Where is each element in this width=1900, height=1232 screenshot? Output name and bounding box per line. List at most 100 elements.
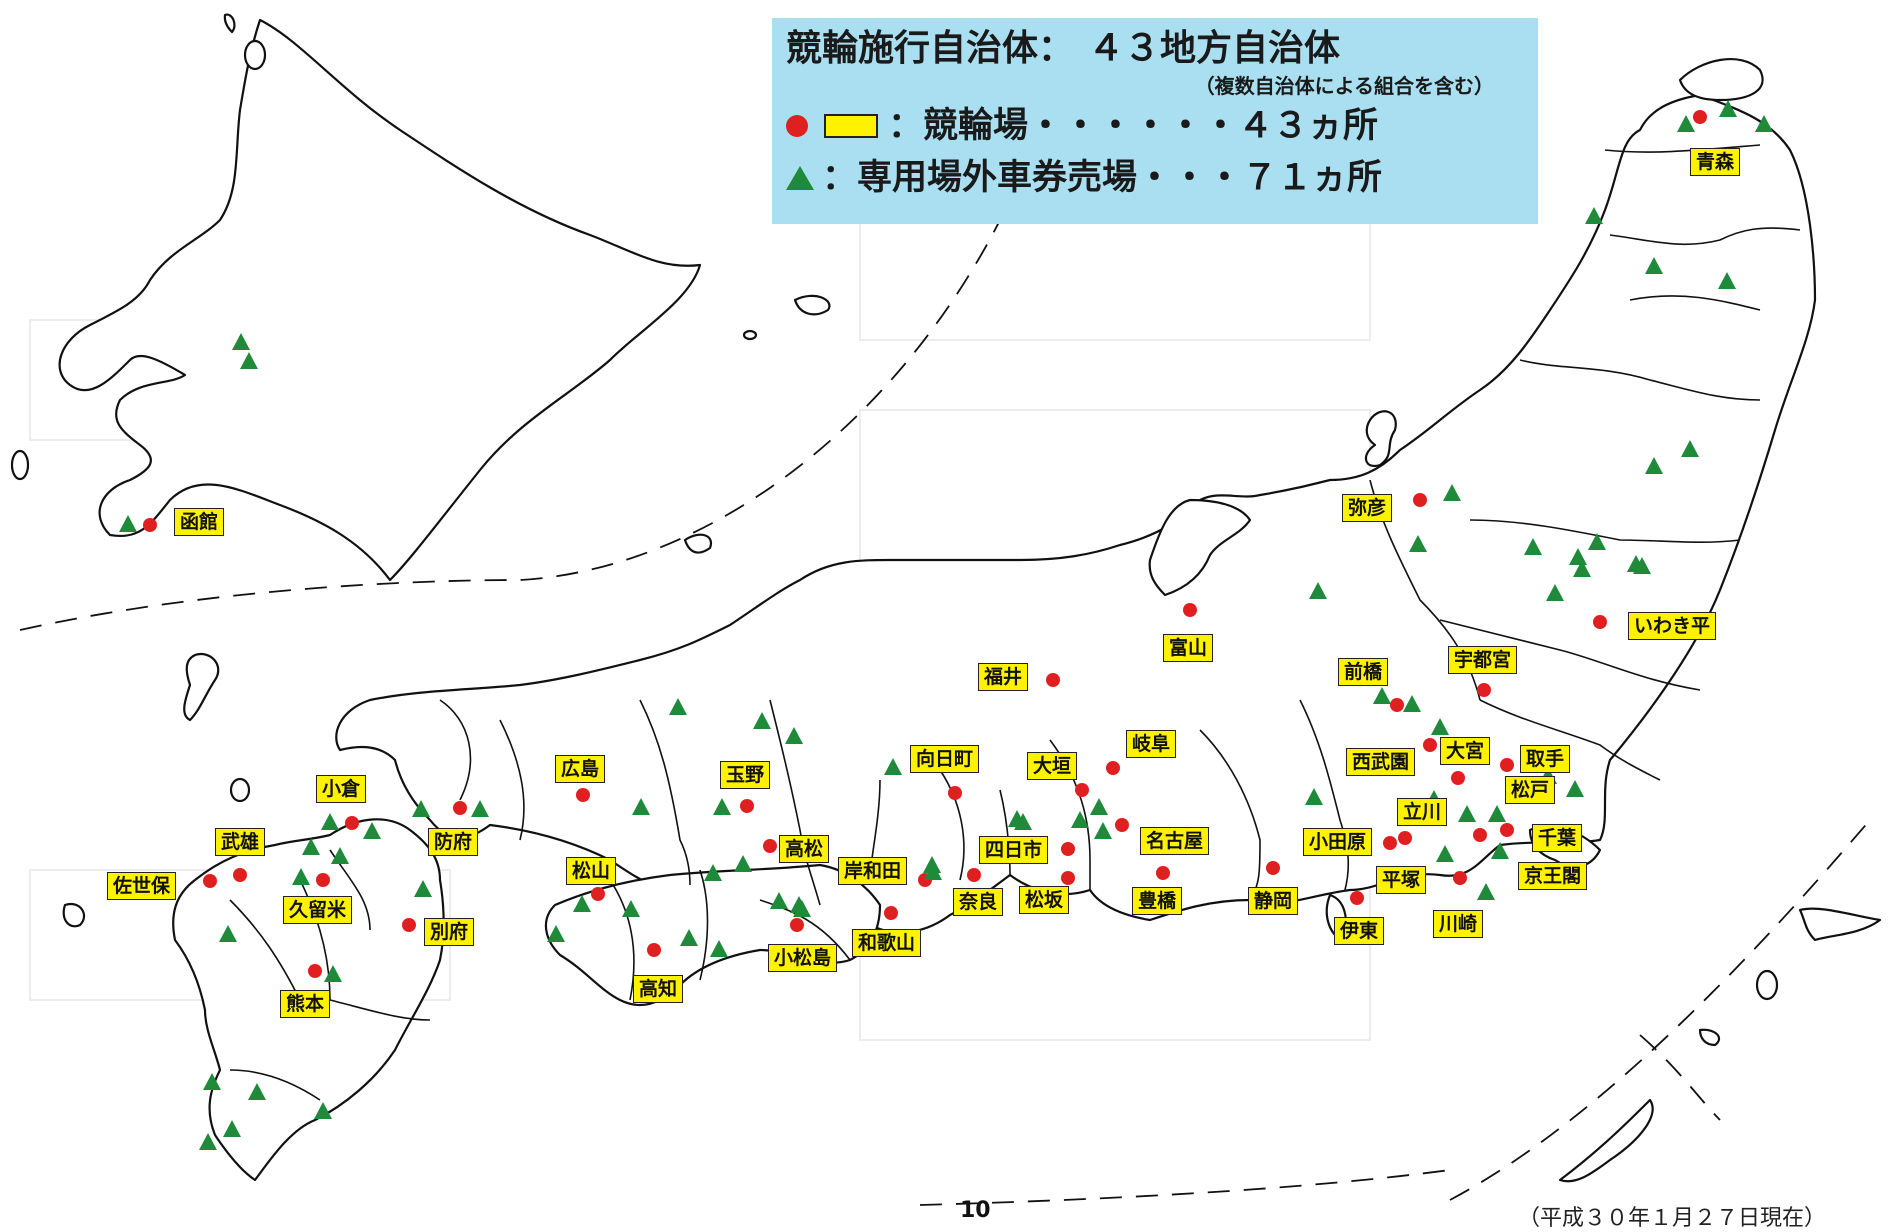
small-island: [1698, 1028, 1721, 1047]
outlet-triangle-marker: [1090, 798, 1108, 815]
outlet-triangle-marker: [1071, 811, 1089, 828]
map-markers: [119, 100, 1773, 1150]
outlet-triangle-marker: [1566, 780, 1584, 797]
keirin-track-dot: [967, 868, 981, 882]
track-label: 久留米: [283, 896, 353, 924]
keirin-track-dot: [1046, 673, 1060, 687]
shikoku: [544, 863, 882, 1007]
small-island: [742, 329, 758, 341]
track-label: 前橋: [1338, 658, 1389, 686]
outlet-triangle-marker: [1681, 440, 1699, 457]
track-label: 大垣: [1027, 752, 1078, 780]
track-label: 松坂: [1019, 886, 1070, 914]
outlet-triangle-marker: [1719, 100, 1737, 117]
hokkaido: [58, 18, 702, 582]
outlet-triangle-marker: [924, 863, 942, 880]
sado-island: [1364, 410, 1397, 468]
track-label: 小田原: [1303, 828, 1373, 856]
track-label: 玉野: [720, 761, 771, 789]
iki-island: [229, 777, 251, 803]
keirin-track-dot: [1453, 871, 1467, 885]
legend-track-label: ：競輪場・・・・・・４３ヵ所: [888, 106, 1379, 146]
keirin-track-dot: [740, 799, 754, 813]
track-label: 立川: [1397, 798, 1448, 826]
keirin-track-dot: [203, 874, 217, 888]
outlet-triangle-marker: [1645, 457, 1663, 474]
keirin-track-dot: [1413, 493, 1427, 507]
prefecture-boundaries: [229, 144, 1801, 1101]
outlet-triangle-marker: [622, 900, 640, 917]
legend-title-value: ４３地方自治体: [1088, 28, 1341, 69]
small-island: [1755, 969, 1779, 1001]
oki-islands: [1798, 907, 1882, 942]
okushiri-island: [10, 449, 30, 481]
outlet-triangle-marker: [321, 813, 339, 830]
track-label: 西武園: [1346, 748, 1416, 776]
outlet-triangle-marker: [1305, 788, 1323, 805]
track-label: 岸和田: [838, 857, 908, 885]
keirin-track-dot: [1183, 603, 1197, 617]
keirin-track-dot: [1115, 818, 1129, 832]
track-label: 松戸: [1505, 776, 1556, 804]
honshu: [335, 93, 1817, 934]
keirin-track-dot: [143, 518, 157, 532]
keirin-track-dot: [1473, 828, 1487, 842]
outlet-triangle-marker: [923, 856, 941, 873]
outlet-triangle-marker: [1477, 883, 1495, 900]
page-number: 10: [960, 1198, 991, 1223]
outlet-triangle-marker: [1431, 718, 1449, 735]
legend-outlet-row: ：専用場外車券売場・・・７１ヵ所: [786, 152, 1524, 204]
legend-outlet-label: ：専用場外車券売場・・・７１ヵ所: [822, 158, 1383, 198]
outlet-triangle-marker: [223, 1120, 241, 1137]
outlet-triangle-marker: [1094, 822, 1112, 839]
keirin-track-dot: [1106, 761, 1120, 775]
outlet-triangle-marker: [1524, 538, 1542, 555]
keirin-track-dot: [453, 801, 467, 815]
track-label: 四日市: [979, 836, 1049, 864]
outlet-triangle-marker: [1008, 810, 1026, 827]
outlet-triangle-marker: [331, 847, 349, 864]
keirin-track-dot: [316, 873, 330, 887]
track-label: 向日町: [910, 745, 980, 773]
outlet-triangle-marker: [1403, 695, 1421, 712]
keirin-track-dot: [1383, 836, 1397, 850]
outlet-triangle-marker: [1488, 805, 1506, 822]
outlet-triangle-marker: [1573, 560, 1591, 577]
small-island: [683, 533, 713, 554]
green-triangle-icon: [786, 166, 814, 190]
legend-box: 競輪施行自治体：４３地方自治体 （複数自治体による組合を含む） ：競輪場・・・・…: [772, 18, 1538, 224]
outlet-triangle-marker: [753, 712, 771, 729]
outlet-triangle-marker: [1627, 555, 1645, 572]
outlet-triangle-marker: [793, 900, 811, 917]
keirin-track-dot: [1075, 783, 1089, 797]
outlet-triangle-marker: [1309, 582, 1327, 599]
outlet-triangle-marker: [884, 758, 902, 775]
track-label: 防府: [428, 828, 479, 856]
as-of-date: （平成３０年１月２７日現在）: [1518, 1206, 1827, 1231]
outlet-triangle-marker: [119, 515, 137, 532]
outlet-triangle-marker: [1755, 115, 1773, 132]
track-label: 広島: [555, 755, 606, 783]
outlet-triangle-marker: [240, 352, 258, 369]
track-label: 岐阜: [1126, 730, 1177, 758]
track-label: 高松: [779, 835, 830, 863]
keirin-track-dot: [1500, 823, 1514, 837]
goto-islands: [62, 902, 86, 928]
keirin-track-dot: [233, 868, 247, 882]
track-label: 松山: [566, 857, 617, 885]
track-label: 平塚: [1376, 866, 1427, 894]
keirin-track-dot: [308, 964, 322, 978]
track-label: 熊本: [280, 990, 331, 1018]
rishiri-island: [243, 39, 267, 71]
track-label: 小倉: [316, 775, 367, 803]
outlet-triangle-marker: [363, 822, 381, 839]
outlet-triangle-marker: [680, 929, 698, 946]
keirin-track-dot: [1390, 698, 1404, 712]
keirin-track-dot: [1477, 683, 1491, 697]
track-label: 大宮: [1440, 737, 1491, 765]
outlet-triangle-marker: [1645, 257, 1663, 274]
outlet-triangle-marker: [1443, 484, 1461, 501]
outlet-triangle-marker: [632, 798, 650, 815]
outlet-triangle-marker: [199, 1133, 217, 1150]
track-label: 静岡: [1248, 887, 1299, 915]
